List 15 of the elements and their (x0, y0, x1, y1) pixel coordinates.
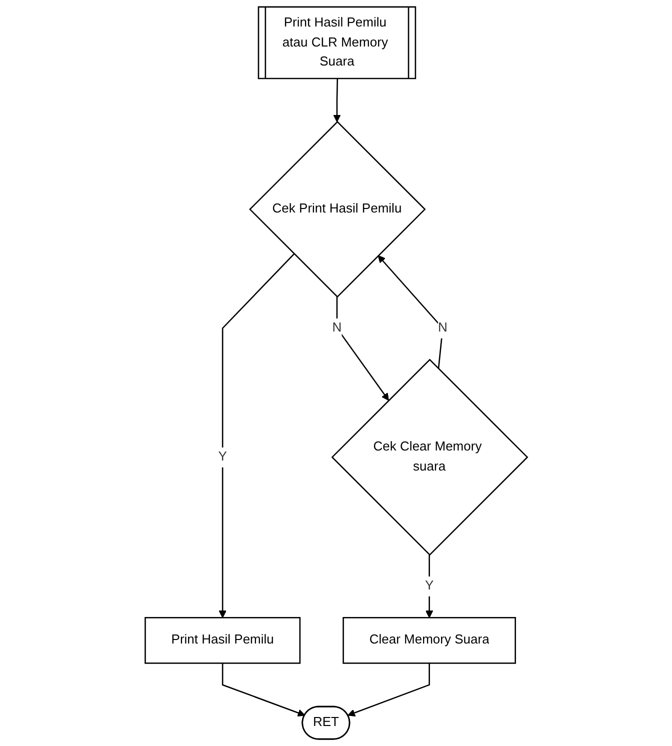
node-box: Clear Memory Suara (342, 617, 516, 664)
node-diamond: Cek Clear Memory suara (331, 358, 528, 556)
arrow (347, 663, 430, 716)
node-box: Print Hasil Pemilu (144, 617, 300, 664)
edge-label: Y (424, 578, 434, 593)
edge-label: Y (218, 449, 227, 464)
arrow (425, 554, 433, 618)
edge-label: N (332, 320, 342, 335)
edge-label: N (438, 320, 448, 335)
arrow (222, 663, 305, 717)
node-diamond: Cek Print Hasil Pemilu (248, 120, 426, 298)
arrow (336, 296, 389, 401)
arrow (332, 78, 341, 122)
arrow (378, 255, 444, 369)
arrow (218, 253, 294, 618)
